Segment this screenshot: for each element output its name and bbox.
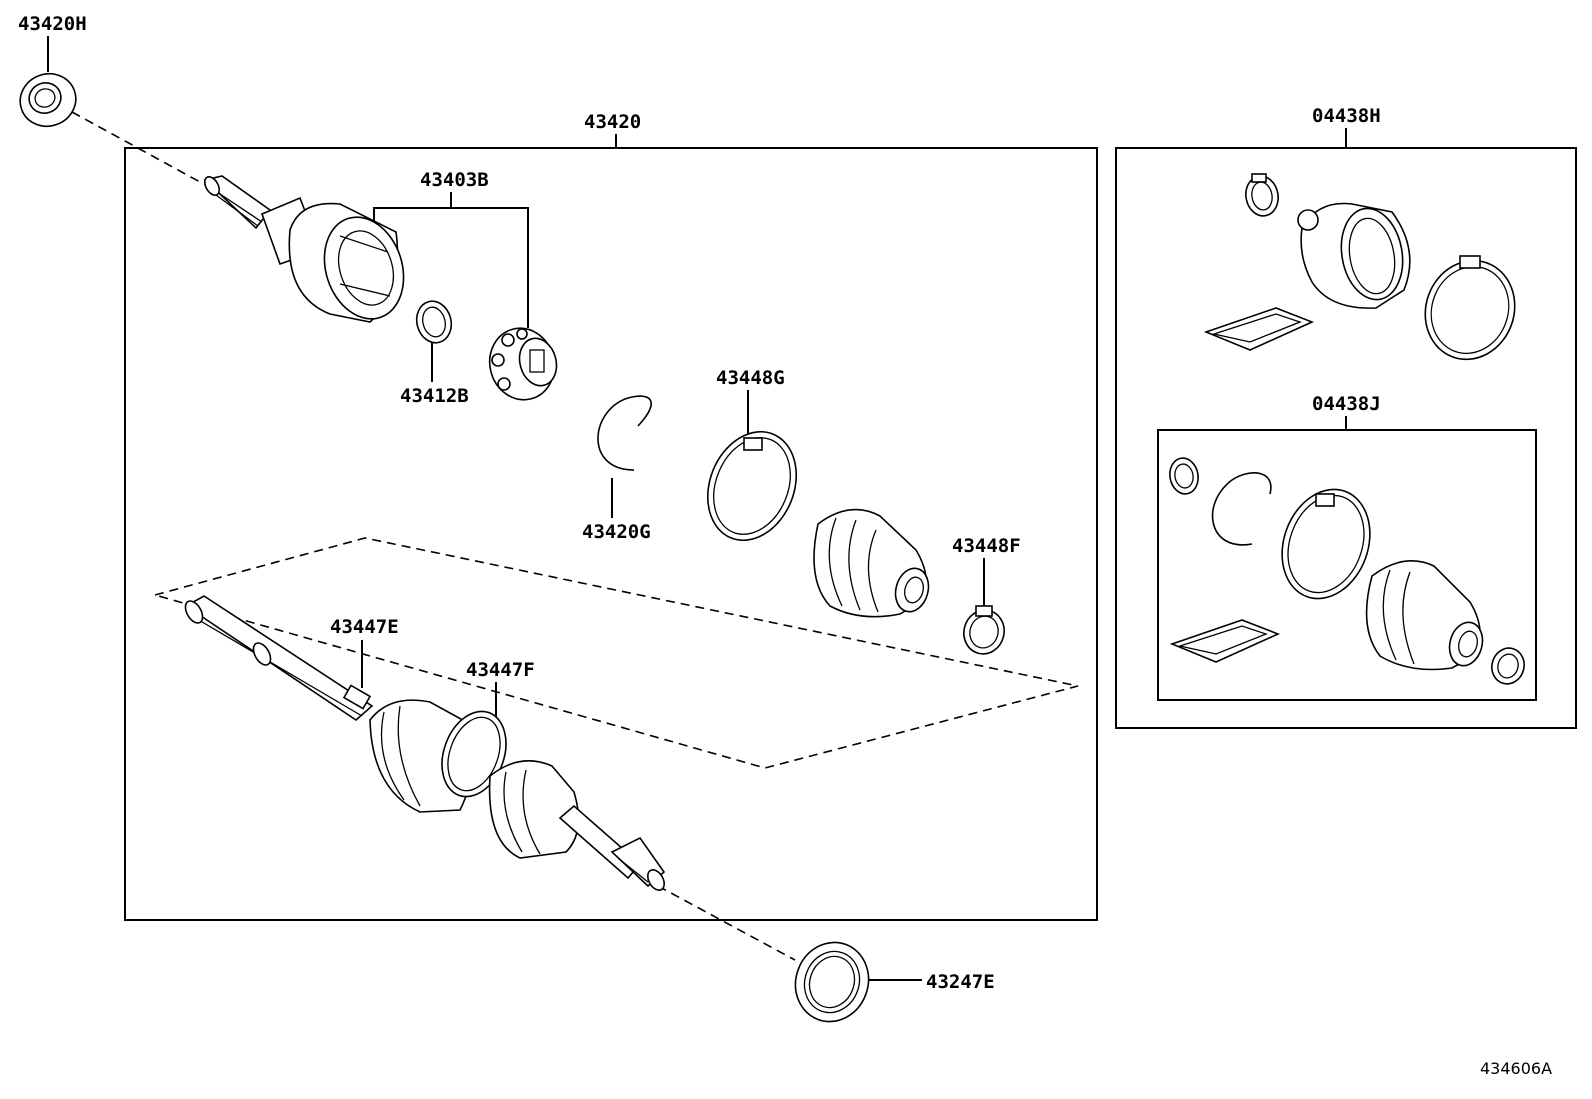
label-43448G: 43448G (716, 367, 785, 389)
label-43420H: 43420H (18, 13, 87, 35)
label-43420: 43420 (584, 111, 641, 133)
diagram-reference: 434606A (1480, 1059, 1552, 1078)
label-04438J: 04438J (1312, 393, 1381, 415)
boot-clamp-small (963, 605, 1005, 655)
label-43412B: 43412B (400, 385, 469, 407)
subassembly-dashed-outline (152, 537, 1079, 769)
label-43420G: 43420G (582, 521, 651, 543)
alignment-line-left (71, 111, 201, 183)
inner-race-cage (488, 327, 558, 401)
alignment-line-right (657, 885, 796, 961)
label-43447F: 43447F (466, 659, 535, 681)
retainer-ring (597, 395, 652, 471)
oil-seal-left (19, 72, 77, 128)
boot-clamp-large (706, 430, 798, 542)
label-43447E: 43447E (330, 616, 399, 638)
shaft-assembly-frame (124, 147, 1098, 921)
drive-shaft (184, 595, 666, 891)
label-43448F: 43448F (952, 535, 1021, 557)
snap-ring (415, 300, 453, 344)
outer-boot (813, 508, 930, 618)
boot-kit-inner-parts (1169, 457, 1525, 685)
label-04438H: 04438H (1312, 105, 1381, 127)
joint-housing (203, 175, 405, 323)
oil-seal-right (794, 941, 870, 1023)
label-43247E: 43247E (926, 971, 995, 993)
label-43403B: 43403B (420, 169, 489, 191)
boot-kit-outer-parts (1203, 173, 1516, 361)
